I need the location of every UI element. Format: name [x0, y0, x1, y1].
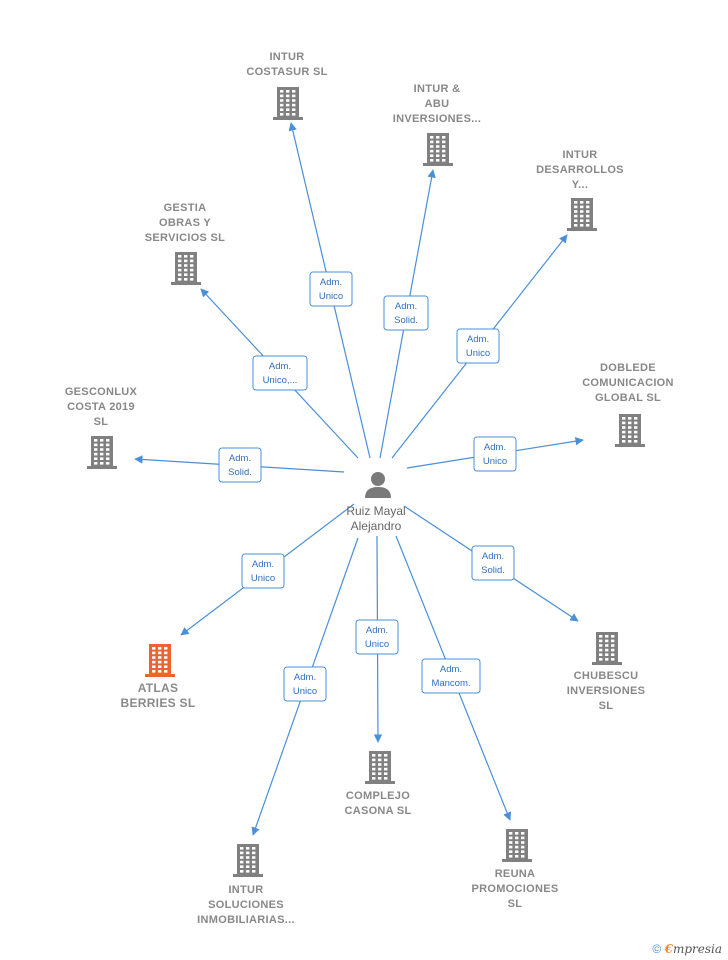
- relation-badge-gesconlux[interactable]: Adm. Solid.: [218, 447, 262, 483]
- person-icon: [365, 472, 391, 498]
- company-name-line: INTUR: [562, 149, 597, 161]
- relation-label-line: Adm.: [395, 301, 417, 312]
- relation-label-line: Adm.: [320, 277, 342, 288]
- relation-label-line: Adm.: [366, 625, 388, 636]
- footer-brand: © €mpresia: [652, 942, 722, 956]
- company-node-reuna[interactable]: REUNA PROMOCIONES SL: [471, 829, 558, 910]
- relation-badge-gestia[interactable]: Adm. Unico,...: [252, 355, 308, 391]
- company-name-line: CASONA SL: [344, 805, 411, 817]
- relation-badge-reuna[interactable]: Adm. Mancom.: [421, 658, 481, 694]
- company-name-line: GESCONLUX: [65, 386, 138, 398]
- building-icon: [233, 844, 263, 877]
- person-name-line2: Alejandro: [351, 519, 402, 533]
- building-icon: [171, 252, 201, 285]
- company-node-intur-desarrollos[interactable]: INTUR DESARROLLOS Y...: [536, 149, 624, 231]
- relation-label-line: Unico: [483, 456, 507, 467]
- company-node-gestia[interactable]: GESTIA OBRAS Y SERVICIOS SL: [145, 202, 225, 285]
- relation-badge-doblede[interactable]: Adm. Unico: [473, 436, 517, 472]
- company-name-line: INVERSIONES...: [393, 113, 482, 125]
- company-name-line: COMPLEJO: [346, 790, 410, 802]
- company-name-line: SERVICIOS SL: [145, 232, 225, 244]
- company-name-line: COSTASUR SL: [246, 66, 327, 78]
- building-icon: [273, 87, 303, 120]
- company-name-line: Y...: [572, 179, 589, 191]
- person-node[interactable]: Ruiz Mayal Alejandro: [346, 472, 406, 533]
- company-node-chubescu[interactable]: CHUBESCU INVERSIONES SL: [567, 632, 646, 712]
- company-name-line: INTUR: [269, 51, 304, 63]
- relation-label-line: Adm.: [467, 334, 489, 345]
- relation-label-line: Adm.: [269, 361, 291, 372]
- building-icon: [87, 436, 117, 469]
- company-node-complejo[interactable]: COMPLEJO CASONA SL: [344, 751, 411, 817]
- relation-label-line: Adm.: [484, 442, 506, 453]
- building-icon: [145, 644, 175, 677]
- company-name-line: INTUR: [228, 884, 263, 896]
- company-name-line: BERRIES SL: [120, 696, 195, 710]
- company-name-line: INMOBILIARIAS...: [197, 914, 295, 926]
- relation-label-line: Unico: [293, 686, 317, 697]
- company-name-line: ABU: [425, 98, 450, 110]
- company-node-intur-soluciones[interactable]: INTUR SOLUCIONES INMOBILIARIAS...: [197, 844, 295, 926]
- relation-badge-atlas[interactable]: Adm. Unico: [241, 553, 285, 589]
- relation-label-line: Adm.: [440, 664, 462, 675]
- company-node-intur-abu[interactable]: INTUR & ABU INVERSIONES...: [393, 83, 482, 166]
- relation-badge-complejo[interactable]: Adm. Unico: [355, 619, 399, 655]
- company-name-line: COSTA 2019: [67, 401, 135, 413]
- company-name-line: DOBLEDE: [600, 362, 656, 374]
- relation-label-line: Adm.: [229, 453, 251, 464]
- relation-badge-intur-costasur[interactable]: Adm. Unico: [309, 271, 353, 307]
- relation-label-line: Unico: [365, 639, 389, 650]
- building-icon: [567, 198, 597, 231]
- relation-label-line: Unico: [319, 291, 343, 302]
- relation-label-line: Adm.: [294, 672, 316, 683]
- building-icon: [615, 414, 645, 447]
- person-name-line1: Ruiz Mayal: [346, 504, 405, 518]
- company-name-line: SOLUCIONES: [208, 899, 284, 911]
- company-name-line: COMUNICACION: [582, 377, 674, 389]
- company-node-intur-costasur[interactable]: INTUR COSTASUR SL: [246, 51, 327, 120]
- brand-logo: €mpresia: [665, 942, 722, 956]
- company-name-line: GESTIA: [164, 202, 207, 214]
- relation-label-line: Solid.: [394, 315, 418, 326]
- company-name-line: INTUR &: [414, 83, 461, 95]
- relation-label-line: Unico,...: [263, 375, 298, 386]
- copyright-symbol: ©: [652, 942, 662, 956]
- company-name-line: SL: [599, 700, 614, 712]
- building-icon: [592, 632, 622, 665]
- relation-label-line: Unico: [251, 573, 275, 584]
- company-name-line: PROMOCIONES: [471, 883, 558, 895]
- company-node-doblede[interactable]: DOBLEDE COMUNICACION GLOBAL SL: [582, 362, 674, 447]
- relation-badge-chubescu[interactable]: Adm. Solid.: [471, 545, 515, 581]
- relation-label-line: Unico: [466, 348, 490, 359]
- brand-logo-e: €: [664, 942, 673, 956]
- relation-badge-intur-desarrollos[interactable]: Adm. Unico: [456, 328, 500, 364]
- company-name-line: DESARROLLOS: [536, 164, 624, 176]
- relation-badge-intur-abu[interactable]: Adm. Solid.: [383, 295, 429, 331]
- relation-badge-intur-soluciones[interactable]: Adm. Unico: [283, 666, 327, 702]
- building-icon: [365, 751, 395, 784]
- relation-label-line: Solid.: [228, 467, 252, 478]
- company-name-line: REUNA: [495, 868, 536, 880]
- company-name-line: ATLAS: [138, 681, 179, 695]
- relation-label-line: Adm.: [482, 551, 504, 562]
- company-name-line: GLOBAL SL: [595, 392, 661, 404]
- building-icon: [423, 133, 453, 166]
- relation-label-line: Adm.: [252, 559, 274, 570]
- company-name-line: CHUBESCU: [574, 670, 639, 682]
- relation-label-line: Solid.: [481, 565, 505, 576]
- company-name-line: SL: [508, 898, 523, 910]
- building-icon: [502, 829, 532, 862]
- company-name-line: SL: [94, 416, 109, 428]
- relation-label-line: Mancom.: [431, 678, 470, 689]
- company-name-line: OBRAS Y: [159, 217, 211, 229]
- brand-logo-text: mpresia: [672, 942, 722, 956]
- company-name-line: INVERSIONES: [567, 685, 646, 697]
